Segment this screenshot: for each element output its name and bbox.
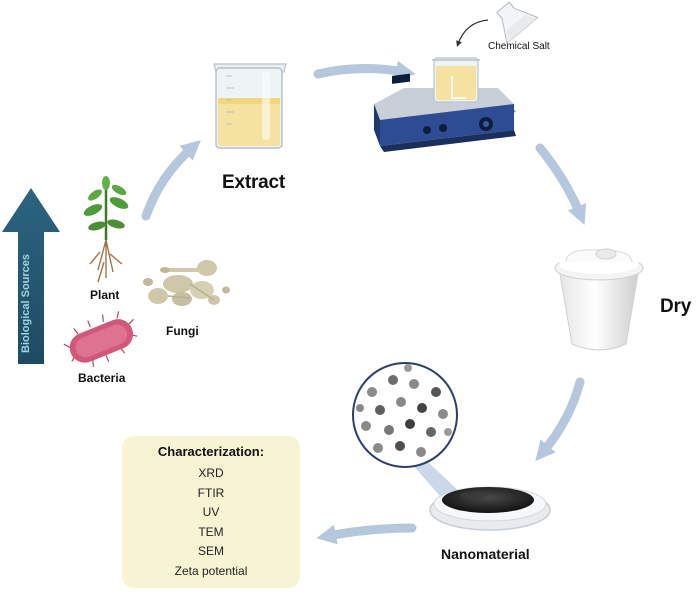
arrow-stirrer-to-dry xyxy=(535,143,587,225)
method-uv: UV xyxy=(202,505,220,519)
arrow-dry-to-nanomaterial xyxy=(535,377,585,462)
method-zeta-potential: Zeta potential xyxy=(174,563,248,578)
extract-label: Extract xyxy=(222,172,286,193)
chemical-salt-flask-icon xyxy=(456,1,539,47)
biological-sources-label: Biological Sources xyxy=(20,253,32,353)
chemical-salt-label: Chemical Salt xyxy=(488,41,550,52)
fungi-label: Fungi xyxy=(166,324,199,338)
extract-beaker-icon xyxy=(213,63,287,149)
magnetic-stirrer-icon xyxy=(374,57,516,152)
crucible-icon xyxy=(554,248,644,351)
method-tem: TEM xyxy=(198,524,224,539)
arrow-extract-to-stirrer xyxy=(313,60,416,81)
characterization-list: XRD FTIR UV TEM SEM Zeta potential xyxy=(122,464,300,581)
dry-label: Dry xyxy=(660,296,692,317)
bacteria-icon xyxy=(63,311,138,367)
method-ftir: FTIR xyxy=(197,485,225,500)
characterization-box: Characterization: XRD FTIR UV TEM SEM Ze… xyxy=(122,436,300,588)
characterization-title: Characterization: xyxy=(157,444,265,459)
method-sem: SEM xyxy=(197,544,224,558)
petri-dish-icon xyxy=(429,486,551,531)
bacteria-label: Bacteria xyxy=(78,371,126,385)
arrow-nanomaterial-to-characterization xyxy=(316,523,417,545)
plant-icon xyxy=(83,176,129,283)
method-xrd: XRD xyxy=(198,466,224,480)
nanomaterial-label: Nanomaterial xyxy=(441,546,530,562)
biological-sources-arrow xyxy=(2,188,60,364)
plant-label: Plant xyxy=(90,288,120,302)
nanoparticle-zoom-icon xyxy=(352,362,462,496)
arrow-source-to-extract xyxy=(141,140,201,221)
fungi-icon xyxy=(143,260,230,306)
